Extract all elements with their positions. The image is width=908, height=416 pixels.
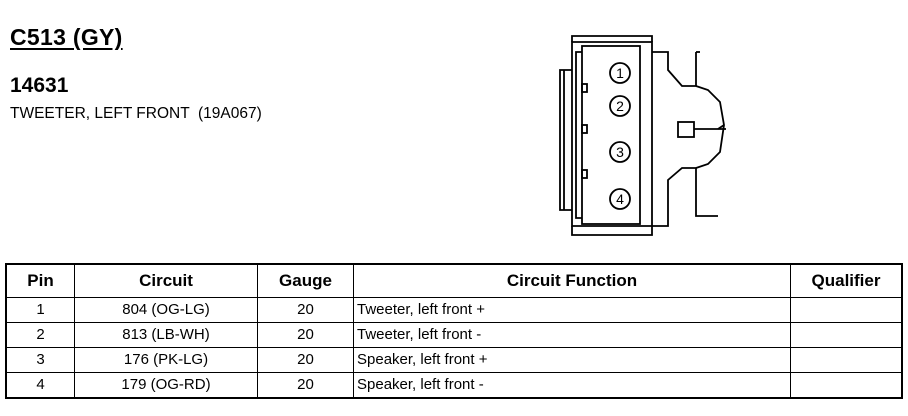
cell-gauge: 20 [257, 347, 354, 373]
pin-3-marker [609, 141, 631, 163]
connector-face-diagram: 1 2 3 4 [559, 35, 726, 236]
cell-qualifier [790, 322, 903, 348]
pin-1-label: 1 [616, 65, 624, 81]
cell-qualifier [790, 347, 903, 373]
header-qualifier: Qualifier [790, 263, 903, 298]
pin-2-marker [609, 95, 631, 117]
pin-2-label: 2 [616, 98, 624, 114]
table-header-row: Pin Circuit Gauge Circuit Function Quali… [5, 263, 903, 298]
table-row: 3 176 (PK-LG) 20 Speaker, left front + [5, 347, 903, 373]
cell-circuit: 179 (OG-RD) [74, 372, 258, 399]
pin-1-marker [609, 62, 631, 84]
cell-pin: 1 [5, 297, 75, 323]
cell-circuit: 804 (OG-LG) [74, 297, 258, 323]
header-circuit: Circuit [74, 263, 258, 298]
table-row: 4 179 (OG-RD) 20 Speaker, left front - [5, 372, 903, 399]
cell-function: Speaker, left front - [353, 372, 791, 399]
cell-gauge: 20 [257, 297, 354, 323]
cell-gauge: 20 [257, 372, 354, 399]
cell-qualifier [790, 372, 903, 399]
header-function: Circuit Function [353, 263, 791, 298]
part-number: 14631 [10, 74, 69, 97]
header-pin: Pin [5, 263, 75, 298]
pinout-table: Pin Circuit Gauge Circuit Function Quali… [5, 263, 903, 399]
cell-pin: 4 [5, 372, 75, 399]
cell-gauge: 20 [257, 322, 354, 348]
header-gauge: Gauge [257, 263, 354, 298]
cell-pin: 2 [5, 322, 75, 348]
pin-4-label: 4 [616, 191, 624, 207]
cell-pin: 3 [5, 347, 75, 373]
cell-circuit: 176 (PK-LG) [74, 347, 258, 373]
cell-function: Tweeter, left front + [353, 297, 791, 323]
connector-description: TWEETER, LEFT FRONT (19A067) [10, 105, 262, 122]
cell-qualifier [790, 297, 903, 323]
cell-function: Tweeter, left front - [353, 322, 791, 348]
table-row: 2 813 (LB-WH) 20 Tweeter, left front - [5, 322, 903, 348]
cell-circuit: 813 (LB-WH) [74, 322, 258, 348]
connector-id-title: C513 (GY) [10, 24, 123, 50]
pin-3-label: 3 [616, 144, 624, 160]
table-row: 1 804 (OG-LG) 20 Tweeter, left front + [5, 297, 903, 323]
pin-4-marker [609, 188, 631, 210]
cell-function: Speaker, left front + [353, 347, 791, 373]
